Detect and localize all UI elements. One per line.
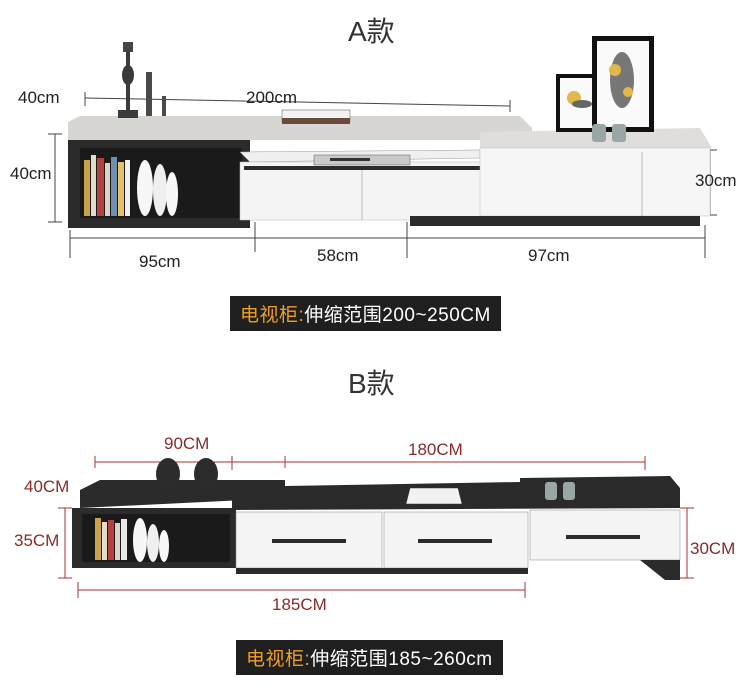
b-white-vase (133, 518, 147, 562)
b-black-vase (194, 458, 218, 490)
b-jar (545, 482, 557, 500)
b-banner-label: 电视柜: (246, 649, 311, 670)
a-book (111, 157, 117, 216)
b-dim-depth: 40CM (24, 477, 70, 496)
a-dim-height-right: 30cm (695, 171, 737, 190)
b-black-vase (156, 458, 180, 490)
a-dim-height-left: 40cm (10, 164, 52, 183)
b-white-vase (159, 530, 169, 562)
section-b-title: B款 (348, 368, 395, 399)
b-dim-height-left: 35CM (14, 531, 60, 550)
b-banner: 电视柜:伸缩范围185~260cm (236, 640, 503, 675)
b-book (102, 522, 107, 560)
a-jar (612, 124, 626, 142)
a-dim-seg-right: 97cm (528, 246, 570, 265)
a-dim-seg-left: 95cm (139, 252, 181, 271)
cabinet-a (68, 36, 712, 228)
a-banner: 电视柜:伸缩范围200~250CM (230, 296, 501, 331)
section-a-title: A款 (348, 16, 395, 47)
a-book (84, 160, 90, 216)
b-top-upper (80, 480, 285, 508)
a-right-drawers (479, 147, 711, 217)
a-banner-label: 电视柜: (240, 305, 305, 326)
a-dim-seg-mid: 58cm (317, 246, 359, 265)
a-dim-depth-top: 40cm (18, 88, 60, 107)
a-book (125, 160, 130, 216)
b-banner-text: 伸缩范围185~260cm (310, 649, 493, 670)
b-jar (563, 482, 575, 500)
b-book (115, 523, 120, 560)
a-white-vase (137, 160, 153, 216)
a-white-vase (153, 164, 167, 216)
a-book (97, 158, 104, 216)
b-white-vase (147, 524, 159, 562)
a-book (118, 162, 124, 216)
a-book (91, 155, 96, 216)
b-dimension-lines (58, 456, 694, 598)
a-jar (592, 124, 606, 142)
b-dim-top-right: 180CM (408, 440, 463, 459)
a-banner-text: 伸缩范围200~250CM (304, 305, 491, 326)
b-right-leg (640, 560, 680, 580)
b-dim-top-left: 90CM (164, 434, 210, 453)
b-book-on-top (405, 487, 463, 505)
b-dim-height-right: 30CM (690, 539, 736, 558)
b-base (236, 568, 528, 574)
b-book (121, 519, 127, 560)
b-dim-bottom: 185CM (272, 595, 327, 614)
b-book (95, 518, 101, 560)
a-candle-holder (123, 42, 133, 52)
cabinet-b (72, 458, 681, 580)
a-small-candle (146, 72, 152, 116)
a-dim-width-top: 200cm (246, 88, 298, 107)
a-book (105, 163, 110, 216)
a-mid-drawers (239, 161, 483, 221)
a-white-vase (166, 172, 178, 216)
a-base (410, 216, 700, 226)
b-book (108, 520, 114, 560)
